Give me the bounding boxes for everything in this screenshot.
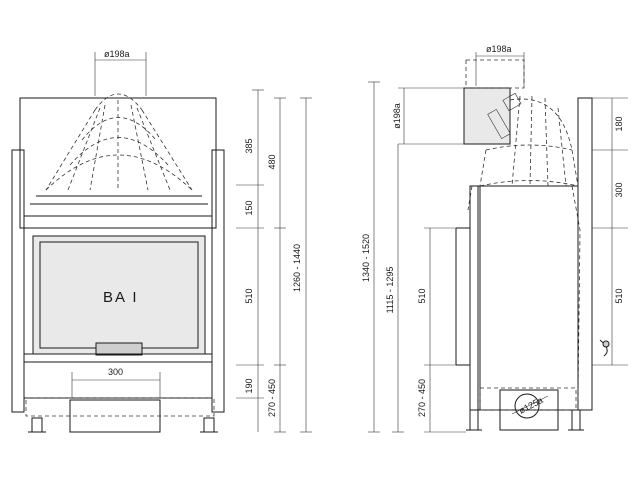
svg-text:510: 510 bbox=[614, 288, 624, 303]
svg-text:180: 180 bbox=[614, 116, 624, 131]
width-dimension: 300 bbox=[108, 367, 123, 377]
left-side-frame bbox=[11, 149, 25, 413]
model-label: BA I bbox=[103, 289, 139, 306]
svg-text:150: 150 bbox=[244, 200, 254, 215]
side-left-dimensions: 1340 - 1520 1115 - 1295 510 270 - 450 bbox=[361, 81, 466, 433]
left-foot bbox=[31, 417, 43, 433]
svg-text:510: 510 bbox=[244, 288, 254, 303]
svg-text:300: 300 bbox=[614, 182, 624, 197]
convection-dome bbox=[45, 93, 193, 191]
side-view: ø198a ø198a ø125a 1340 - 1520 1115 - 129… bbox=[361, 44, 628, 433]
side-right-dimensions: 180 300 510 bbox=[592, 97, 628, 366]
door-handle bbox=[95, 342, 143, 356]
front-view: ø198a BA I 300 385 150 510 190 4 bbox=[11, 49, 312, 433]
side-air-inlet-box bbox=[499, 389, 559, 431]
svg-text:270 - 450: 270 - 450 bbox=[267, 379, 277, 417]
svg-text:270 - 450: 270 - 450 bbox=[417, 379, 427, 417]
flue-collar bbox=[463, 87, 511, 145]
side-body bbox=[477, 185, 579, 411]
svg-text:510: 510 bbox=[417, 288, 427, 303]
air-inlet-box bbox=[69, 399, 161, 433]
right-foot bbox=[203, 417, 215, 433]
air-inlet-circle bbox=[514, 393, 540, 419]
svg-text:1260 - 1440: 1260 - 1440 bbox=[292, 244, 302, 292]
side-dome bbox=[467, 92, 581, 401]
door-sill bbox=[23, 353, 213, 363]
air-inlet-diameter: ø125a bbox=[517, 395, 544, 416]
front-flue-diameter: ø198a bbox=[104, 49, 130, 59]
side-flue-diameter-top: ø198a bbox=[486, 44, 512, 54]
svg-text:1340 - 1520: 1340 - 1520 bbox=[361, 234, 371, 282]
side-flue-diameter-vertical: ø198a bbox=[392, 103, 402, 129]
back-wall bbox=[577, 97, 593, 411]
svg-text:1115 - 1295: 1115 - 1295 bbox=[385, 267, 395, 314]
glass-door bbox=[32, 235, 206, 355]
svg-text:190: 190 bbox=[244, 378, 254, 393]
right-side-frame bbox=[211, 149, 225, 413]
svg-text:385: 385 bbox=[244, 138, 254, 153]
svg-text:480: 480 bbox=[267, 154, 277, 169]
front-right-dimensions: 385 150 510 190 480 270 - 450 1260 - 144… bbox=[236, 89, 312, 433]
